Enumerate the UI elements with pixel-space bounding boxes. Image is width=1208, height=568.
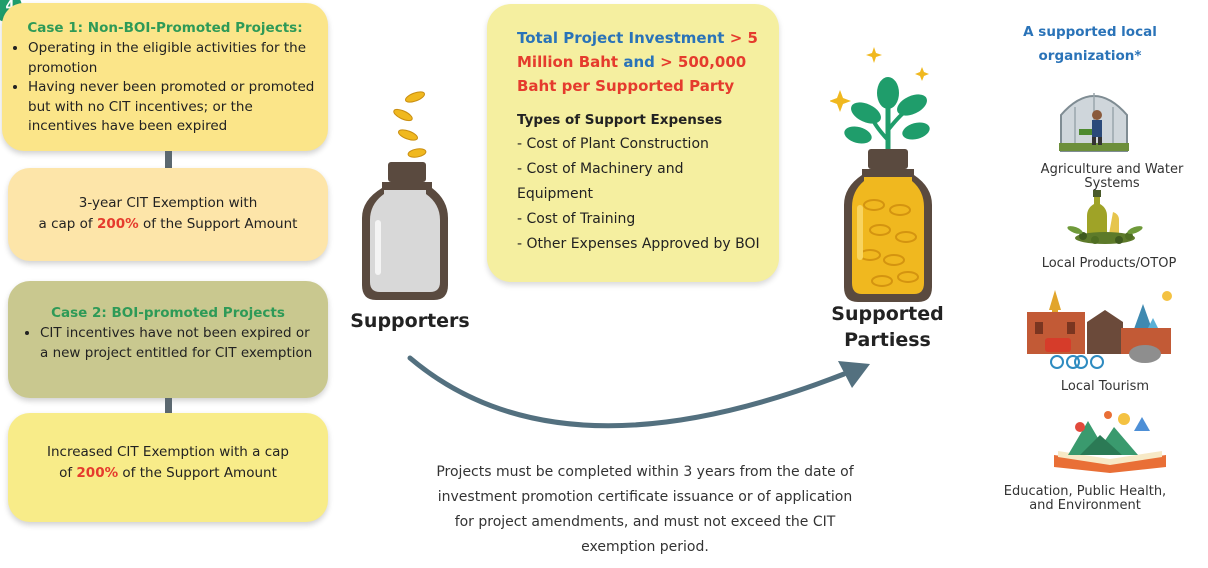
case2-title: Case 2: BOI-promoted Projects <box>51 305 285 321</box>
percent-highlight: 200% <box>96 216 139 232</box>
open-book-icon <box>1054 411 1166 473</box>
olive-oil-icon <box>1067 190 1143 244</box>
case2-box: Case 2: BOI-promoted Projects CIT incent… <box>8 281 328 398</box>
case1-box: Case 1: Non-BOI-Promoted Projects: Opera… <box>2 3 328 151</box>
case1-result-line2: a cap of 200% of the Support Amount <box>38 216 298 232</box>
case1-bullet: Operating in the eligible activities for… <box>28 39 318 78</box>
case1-result-box: 3-year CIT Exemption with a cap of 200% … <box>8 168 328 261</box>
investment-box: Total Project Investment > 5 Million Bah… <box>487 4 779 282</box>
greenhouse-farmer-icon <box>1059 93 1129 152</box>
item-label: Education, Public Health, and Environmen… <box>1003 484 1167 513</box>
item-label: Local Tourism <box>1060 379 1150 394</box>
case2-bullets: CIT incentives have not been expired or … <box>8 324 328 363</box>
case2-result-line1: Increased CIT Exemption with a cap <box>47 444 289 460</box>
case1-bullets: Operating in the eligible activities for… <box>2 39 328 137</box>
type-item: - Other Expenses Approved by BOI <box>517 236 760 252</box>
connector <box>165 398 172 413</box>
type-item: - Cost of Training <box>517 211 636 227</box>
types-list: - Cost of Plant Construction - Cost of M… <box>517 132 763 257</box>
case1-result-line1: 3-year CIT Exemption with <box>78 195 258 211</box>
case2-bullet: CIT incentives have not been expired or … <box>40 324 320 363</box>
investment-heading: Total Project Investment > 5 Million Bah… <box>517 29 758 95</box>
item-label: Local Products/OTOP <box>1041 256 1177 271</box>
completion-note: Projects must be completed within 3 year… <box>436 464 854 555</box>
types-title: Types of Support Expenses <box>517 112 723 128</box>
supported-org-title: A supported local organization* <box>1023 24 1157 64</box>
case1-bullet: Having never been promoted or promoted b… <box>28 78 318 137</box>
percent-highlight: 200% <box>76 465 119 481</box>
empty-jar-icon <box>362 91 448 300</box>
item-label: Agriculture and Water Systems <box>1040 162 1184 191</box>
plant-jar-icon <box>830 47 932 302</box>
flow-arrow <box>407 355 870 429</box>
type-item: - Cost of Machinery and Equipment <box>517 161 684 202</box>
case1-title: Case 1: Non-BOI-Promoted Projects: <box>27 20 303 36</box>
case2-result-box: Increased CIT Exemption with a cap of 20… <box>8 413 328 522</box>
connector <box>165 151 172 168</box>
tourism-icon <box>1027 290 1172 369</box>
supported-parties-label: Supported Partiess <box>831 303 944 351</box>
type-item: - Cost of Plant Construction <box>517 136 709 152</box>
supporters-label: Supporters <box>350 310 470 332</box>
case2-result-line2: of 200% of the Support Amount <box>59 465 277 481</box>
